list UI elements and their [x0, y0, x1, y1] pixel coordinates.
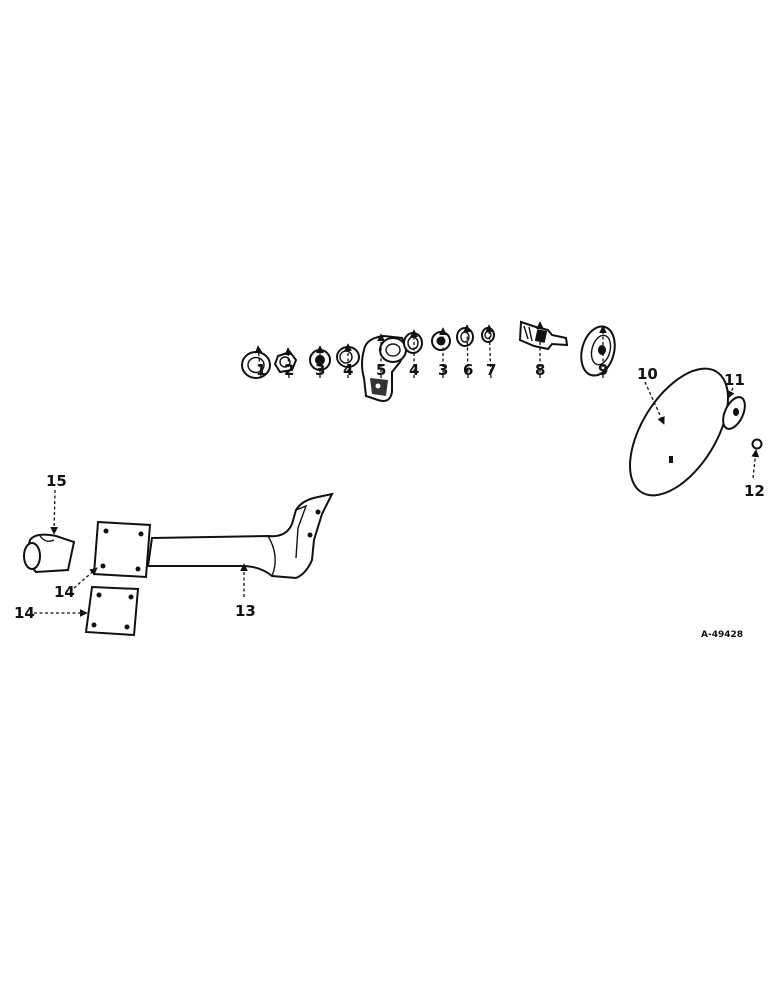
- label-4: 4: [343, 361, 353, 379]
- part-8-spindle: [518, 320, 569, 351]
- part-15-clamp: [23, 533, 76, 574]
- part-4-spacer-right: [403, 332, 423, 354]
- label-11: 11: [724, 371, 745, 389]
- part-3-bearing-right: [431, 331, 451, 351]
- label-15: 15: [46, 472, 67, 490]
- part-14-plate-lower: [84, 585, 140, 637]
- part-10-disc: [629, 367, 729, 497]
- label-2: 2: [284, 361, 294, 379]
- label-6: 6: [463, 361, 473, 379]
- label-9: 9: [598, 361, 608, 379]
- label-7: 7: [486, 361, 496, 379]
- label-8: 8: [535, 361, 545, 379]
- label-13: 13: [235, 602, 256, 620]
- label-3: 3: [315, 361, 325, 379]
- part-6-washer: [456, 327, 474, 347]
- label-4-right: 4: [409, 361, 419, 379]
- label-5: 5: [376, 361, 386, 379]
- label-1: 1: [256, 361, 266, 379]
- label-12: 12: [744, 482, 765, 500]
- part-7-ring: [481, 327, 495, 343]
- part-14-plate-upper: [92, 520, 152, 579]
- leader-lines: [34, 321, 760, 617]
- label-3-right: 3: [438, 361, 448, 379]
- label-10: 10: [637, 365, 658, 383]
- part-12-bolt: [751, 438, 763, 450]
- drawing-reference-number: A-49428: [701, 630, 743, 640]
- label-14-upper: 14: [54, 583, 75, 601]
- part-13-standard: [146, 492, 334, 580]
- part-11-cap: [722, 396, 746, 430]
- label-14-lower: 14: [14, 604, 35, 622]
- part-9-hub: [580, 325, 616, 377]
